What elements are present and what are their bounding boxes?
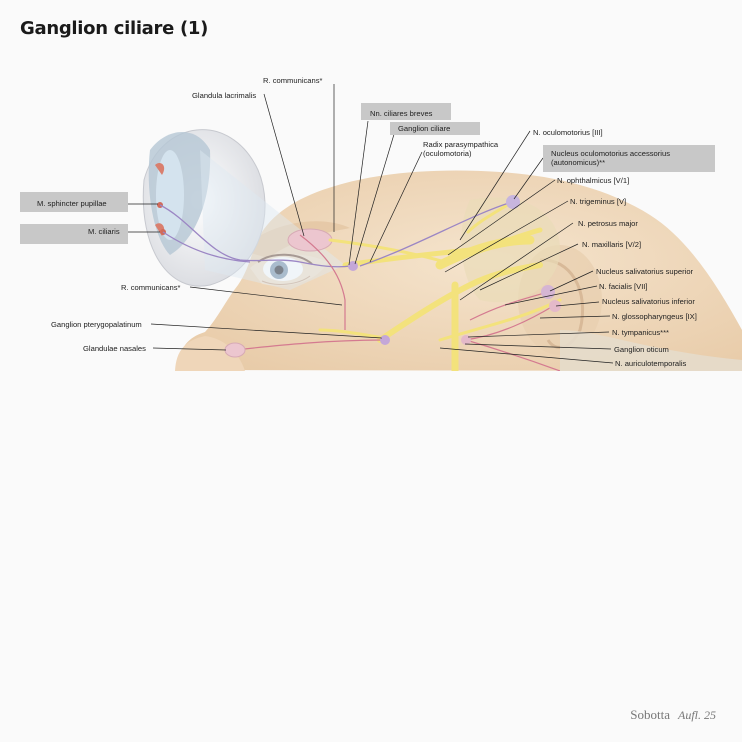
label-nucleus-oculomotorius: Nucleus oculomotorius accessorius (auton… (551, 149, 671, 167)
label-ganglion-oticum: Ganglion oticum (614, 345, 669, 354)
ganglion-ciliare-highlight (390, 122, 480, 135)
label-m-ciliaris: M. ciliaris (88, 227, 120, 236)
nucleus-oculomotorius-highlight (543, 145, 715, 172)
nn-ciliares-breves-highlight (361, 103, 451, 120)
brand-name: Sobotta (630, 707, 670, 722)
label-r-communicans-left: R. communicans* (121, 283, 181, 292)
m-ciliaris-highlight (20, 224, 128, 244)
label-radix-parasympathica: Radix parasympathica (oculomotoria) (423, 140, 499, 158)
label-n-maxillaris: N. maxillaris [V/2] (582, 240, 642, 249)
brand-edition: Aufl. 25 (678, 708, 716, 722)
face-skin (179, 170, 742, 371)
label-n-oculomotorius: N. oculomotorius [III] (533, 128, 603, 137)
label-glandula-lacrimalis: Glandula lacrimalis (192, 91, 257, 100)
label-n-trigeminus: N. trigeminus [V] (570, 197, 627, 206)
publisher-brand: Sobotta Aufl. 25 (630, 706, 716, 724)
page-title: Ganglion ciliare (1) (20, 18, 209, 39)
label-nucleus-salivatorius-inferior: Nucleus salivatorius inferior (602, 297, 695, 306)
label-ganglion-pterygopalatinum: Ganglion pterygopalatinum (51, 320, 142, 329)
m-sphincter-pupillae-highlight (20, 192, 128, 212)
label-glandulae-nasales: Glandulae nasales (83, 344, 146, 353)
label-n-auriculotemporalis: N. auriculotemporalis (615, 359, 687, 368)
label-ganglion-ciliare: Ganglion ciliare (398, 124, 451, 133)
label-n-facialis: N. facialis [VII] (599, 282, 648, 291)
label-n-glossopharyngeus: N. glossopharyngeus [IX] (612, 312, 697, 321)
label-n-ophthalmicus: N. ophthalmicus [V/1] (557, 176, 630, 185)
label-n-tympanicus: N. tympanicus*** (612, 328, 669, 337)
label-r-communicans-top: R. communicans* (263, 76, 323, 85)
label-m-sphincter-pupillae: M. sphincter pupillae (37, 199, 107, 208)
label-n-petrosus-major: N. petrosus major (578, 219, 638, 228)
label-nucleus-salivatorius-superior: Nucleus salivatorius superior (596, 267, 694, 276)
label-nn-ciliares-breves: Nn. ciliares breves (370, 109, 433, 118)
